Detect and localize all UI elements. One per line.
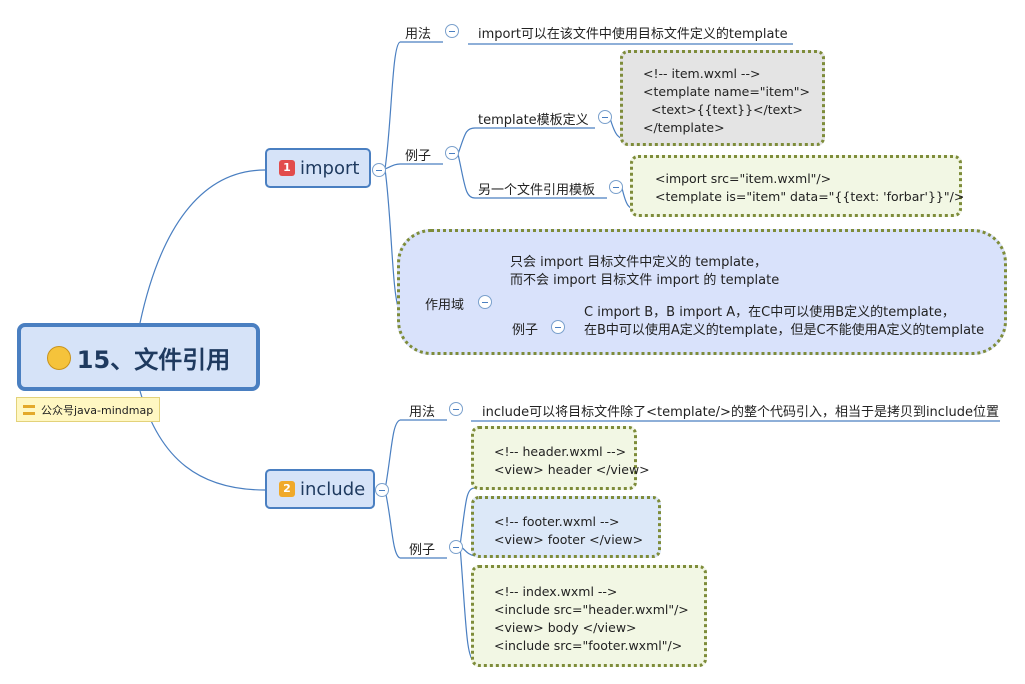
scope-cloud [397, 229, 1007, 355]
scope-example-label[interactable]: 例子 [512, 323, 539, 338]
scope-example-2[interactable]: 在B中可以使用A定义的template，但是C不能使用A定义的template [584, 323, 985, 338]
collapse-template-def-icon[interactable] [598, 110, 612, 124]
collapse-example-icon[interactable] [445, 146, 459, 160]
include-usage-label[interactable]: 用法 [409, 405, 436, 420]
collapse-include-example-icon[interactable] [449, 540, 463, 554]
collapse-scope-icon[interactable] [478, 295, 492, 309]
footer-code-box[interactable]: <!-- footer.wxml --> <view> footer </vie… [471, 496, 661, 558]
root-topic[interactable]: 15、文件引用 [17, 323, 260, 391]
collapse-include-usage-icon[interactable] [449, 402, 463, 416]
template-def-code-box[interactable]: <!-- item.wxml --> <template name="item"… [620, 50, 825, 146]
other-file-code-box[interactable]: <import src="item.wxml"/> <template is="… [630, 155, 964, 217]
topic-include-title: include [300, 478, 366, 500]
priority-2-badge: 2 [279, 481, 295, 497]
collapse-usage-icon[interactable] [445, 24, 459, 38]
import-example-label[interactable]: 例子 [405, 149, 432, 164]
collapse-other-file-icon[interactable] [609, 180, 623, 194]
scope-text-1[interactable]: 只会 import 目标文件中定义的 template， [510, 255, 768, 270]
root-title: 15、文件引用 [76, 345, 231, 374]
collapse-scope-example-icon[interactable] [551, 320, 565, 334]
note-icon [23, 404, 35, 415]
scope-text-2[interactable]: 而不会 import 目标文件 import 的 template [510, 273, 780, 288]
topic-import-title: import [300, 157, 360, 179]
collapse-import-icon[interactable] [372, 163, 386, 177]
header-code-box[interactable]: <!-- header.wxml --> <view> header </vie… [471, 426, 650, 490]
import-usage-label[interactable]: 用法 [405, 27, 432, 42]
template-def-label[interactable]: template模板定义 [478, 113, 589, 128]
note-text: 公众号java-mindmap [41, 403, 154, 417]
priority-1-badge: 1 [279, 160, 295, 176]
topic-include[interactable]: 2 include [265, 469, 375, 509]
include-usage-text[interactable]: include可以将目标文件除了<template/>的整个代码引入，相当于是拷… [482, 405, 1000, 420]
topic-import[interactable]: 1 import [265, 148, 371, 188]
include-example-label[interactable]: 例子 [409, 543, 436, 558]
collapse-include-icon[interactable] [375, 483, 389, 497]
index-code-box[interactable]: <!-- index.wxml --> <include src="header… [471, 565, 707, 667]
note-label[interactable]: 公众号java-mindmap [16, 397, 160, 422]
smile-emoji-icon [46, 346, 71, 370]
scope-example-1[interactable]: C import B，B import A，在C中可以使用B定义的templat… [584, 305, 955, 320]
import-usage-text[interactable]: import可以在该文件中使用目标文件定义的template [478, 27, 788, 42]
scope-label[interactable]: 作用域 [425, 298, 465, 313]
other-file-label[interactable]: 另一个文件引用模板 [478, 183, 596, 198]
